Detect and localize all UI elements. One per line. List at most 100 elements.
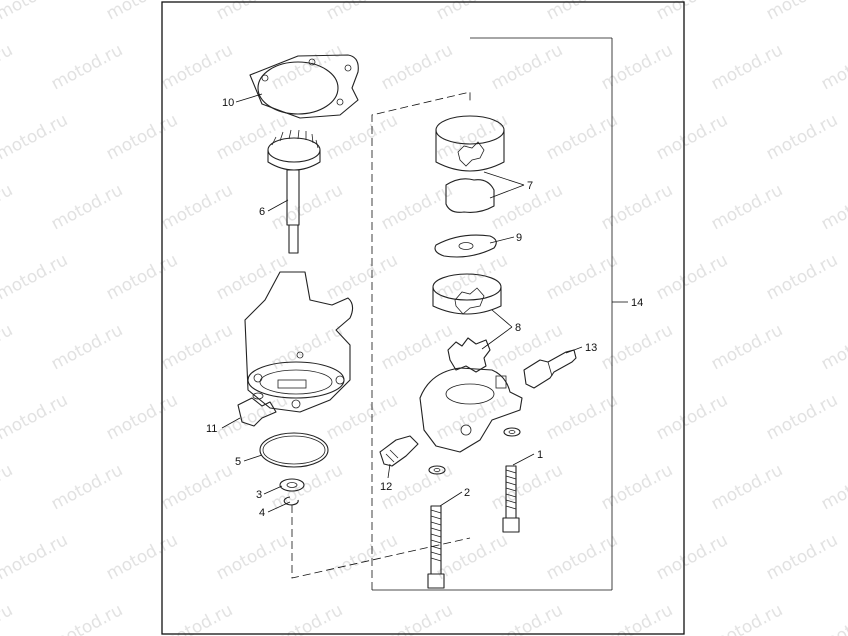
callout-10: 10 [222,97,234,109]
watermark-text: motod.ru [488,600,566,636]
watermark-text: motod.ru [158,460,236,514]
leader-lines [221,93,583,513]
watermark-text: motod.ru [158,320,236,374]
callout-4: 4 [259,507,265,519]
watermark-text: motod.ru [323,110,401,164]
watermark-text: motod.ru [103,530,181,584]
watermark-text: motod.ru [323,0,401,24]
watermark-text: motod.ru [158,600,236,636]
callout-1: 1 [537,449,543,461]
callout-6: 6 [259,206,265,218]
watermark-text: motod.ru [0,390,71,444]
watermark-text: motod.ru [653,250,731,304]
watermark-text: motod.ru [598,40,676,94]
watermark-text: motod.ru [213,530,291,584]
watermark-text: motod.ru [818,40,848,94]
watermark-text: motod.ru [708,320,786,374]
callout-8: 8 [515,322,521,334]
watermark-text: motod.ru [488,320,566,374]
gasket-part [249,54,359,119]
watermark-text: motod.ru [653,390,731,444]
watermark-text: motod.ru [378,40,456,94]
watermark-text: motod.ru [48,180,126,234]
watermark-text: motod.ru [323,530,401,584]
watermark-text: motod.ru [708,600,786,636]
fitting-13-part [523,349,577,389]
watermark-text: motod.ru [708,40,786,94]
watermark-text: motod.ru [598,460,676,514]
watermark-text: motod.ru [158,40,236,94]
pump-housing-part [244,271,354,413]
screw-short-part [502,427,521,533]
watermark-text: motod.ru [818,600,848,636]
watermark-text: motod.ru [543,0,621,24]
watermark-text: motod.ru [543,110,621,164]
watermark-text: motod.ru [653,110,731,164]
watermark-text: motod.ru [433,530,511,584]
rotor-set-upper-part [435,115,505,213]
screw-long-part [427,465,446,589]
watermark-text: motod.ru [433,0,511,24]
hose-nipple-part [379,435,419,467]
watermark-text: motod.ru [48,320,126,374]
watermark-text: motod.ru [158,180,236,234]
watermark-text: motod.ru [653,0,731,24]
callout-12: 12 [380,481,392,493]
watermark-text: motod.ru [48,40,126,94]
watermark-text: motod.ru [268,600,346,636]
watermark-text: motod.ru [543,250,621,304]
callout-7: 7 [527,180,533,192]
callout-13: 13 [585,342,597,354]
watermark-text: motod.ru [598,320,676,374]
callout-9: 9 [516,232,522,244]
watermark-text: motod.ru [708,180,786,234]
callout-labels: 10 6 7 9 8 14 13 11 5 3 4 12 1 2 [206,97,643,519]
pump-cover-part [419,367,523,453]
watermark-text: motod.ru [268,40,346,94]
watermark-text: motod.ru [378,180,456,234]
watermark-text: motod.ru [0,250,71,304]
callout-11: 11 [206,423,217,435]
o-ring-part [259,432,329,468]
assembly-bracket [371,37,628,591]
watermark-text: motod.ru [0,180,16,234]
watermark-text: motod.ru [48,600,126,636]
watermark-text: motod.ru [763,390,841,444]
elbow-fitting-part [237,392,277,427]
watermark-text: motod.ru [213,0,291,24]
watermark-text: motod.ru [763,110,841,164]
watermark-text: motod.ru [323,250,401,304]
watermark-text: motod.ru [103,0,181,24]
watermark-text: motod.ru [598,180,676,234]
watermark-text: motod.ru [268,320,346,374]
watermark-text: motod.ru [213,110,291,164]
snap-ring-part [283,496,299,506]
watermark-text: motod.ru [708,460,786,514]
watermark-text: motod.ru [0,530,71,584]
watermark-text: motod.ru [818,460,848,514]
watermark-text: motod.ru [543,390,621,444]
watermark-text: motod.ru [213,250,291,304]
watermark-text: motod.ru [0,40,16,94]
rotor-set-lower-part [432,273,502,373]
watermark-text: motod.ru [488,40,566,94]
drive-gear-shaft-part [267,129,321,254]
separator-plate-part [434,234,497,258]
watermark-text: motod.ru [103,390,181,444]
callout-14: 14 [631,297,643,309]
callout-2: 2 [464,487,470,499]
watermark-text: motod.ru [323,390,401,444]
watermark-text: motod.ru [0,460,16,514]
watermark-text: motod.ru [818,320,848,374]
watermark-text: motod.ru [653,530,731,584]
watermark-text: motod.ru [763,530,841,584]
watermark-text: motod.ru [0,110,71,164]
watermark-text: motod.ru [48,460,126,514]
watermark-text: motod.ru [763,250,841,304]
washer-part [279,478,305,492]
watermark-text: motod.ru [378,600,456,636]
callout-3: 3 [256,489,262,501]
